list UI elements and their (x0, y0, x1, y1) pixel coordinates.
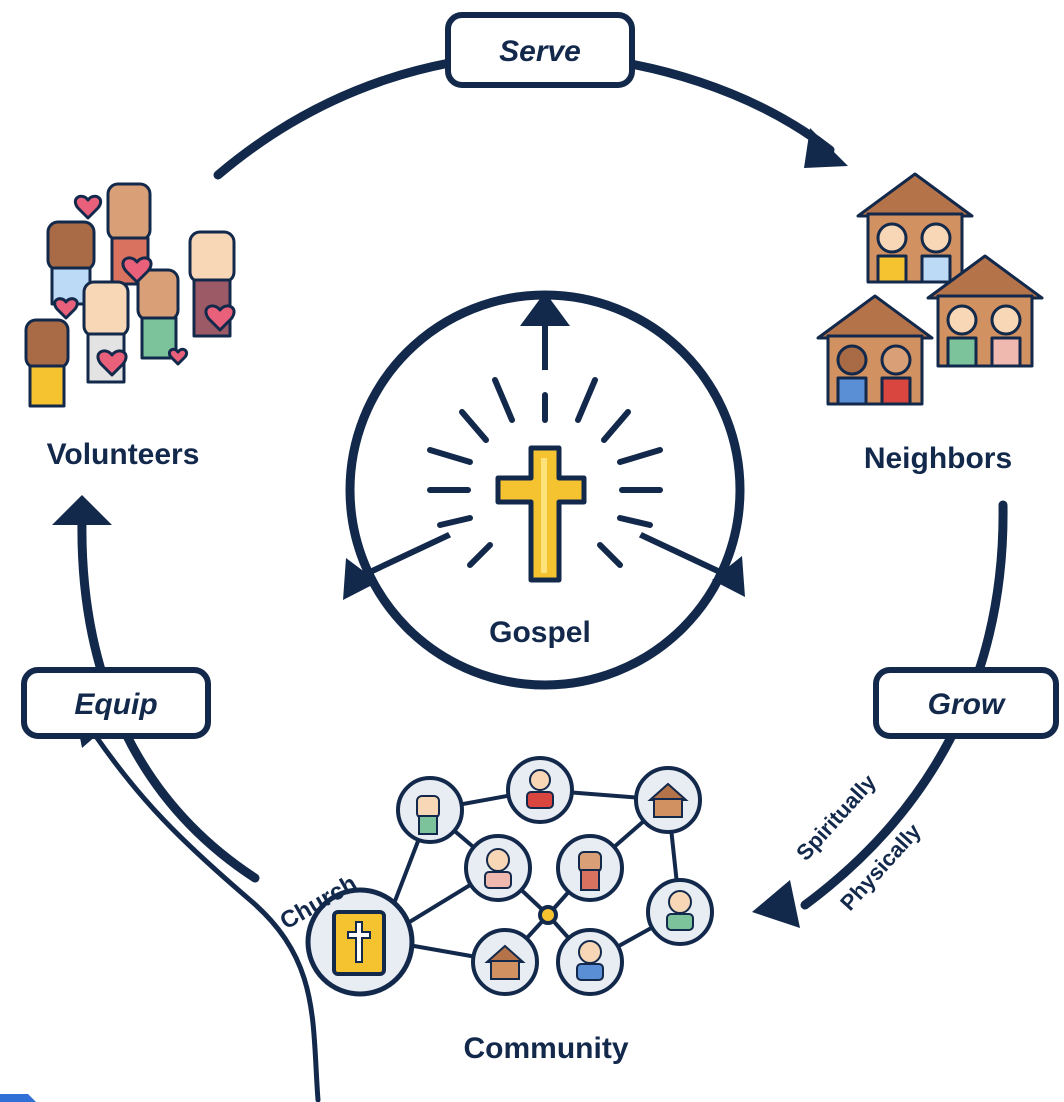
outreach-arrow (92, 732, 321, 1102)
compass-left-arrowhead (343, 558, 378, 600)
node-person-red (506, 756, 574, 824)
volunteers-label: Volunteers (47, 438, 200, 471)
node-person-woman (464, 834, 532, 902)
grow-pill: Grow (873, 667, 1059, 739)
houses-icon (816, 172, 1044, 406)
node-hand-heart (556, 834, 624, 902)
node-house-2 (471, 928, 539, 996)
gospel-label: Gospel (489, 616, 591, 649)
node-person-blue (556, 928, 624, 996)
node-hand (396, 776, 464, 844)
node-house (634, 766, 702, 834)
node-person-green (646, 878, 714, 946)
grow-arrowhead (752, 880, 800, 928)
compass-top-arrowhead (520, 292, 570, 326)
neighbors-label: Neighbors (864, 442, 1012, 475)
grow-label: Grow (928, 688, 1006, 721)
community-label: Community (464, 1032, 629, 1065)
community-network (305, 756, 714, 997)
compass-right-arrowhead (712, 556, 745, 597)
corner-badge (0, 1094, 36, 1102)
gospel-compass: Gospel (343, 290, 745, 690)
cross-icon (495, 445, 587, 583)
equip-pill: Equip (21, 667, 211, 739)
church-bible-icon (305, 887, 415, 997)
light-rays (427, 377, 663, 568)
equip-arrowhead (52, 495, 112, 525)
serve-label: Serve (499, 35, 581, 68)
equip-label: Equip (74, 688, 157, 721)
network-hub (538, 905, 558, 925)
serve-pill: Serve (445, 12, 635, 88)
serve-arrowhead (804, 128, 848, 168)
raised-hands-icon (24, 182, 236, 408)
